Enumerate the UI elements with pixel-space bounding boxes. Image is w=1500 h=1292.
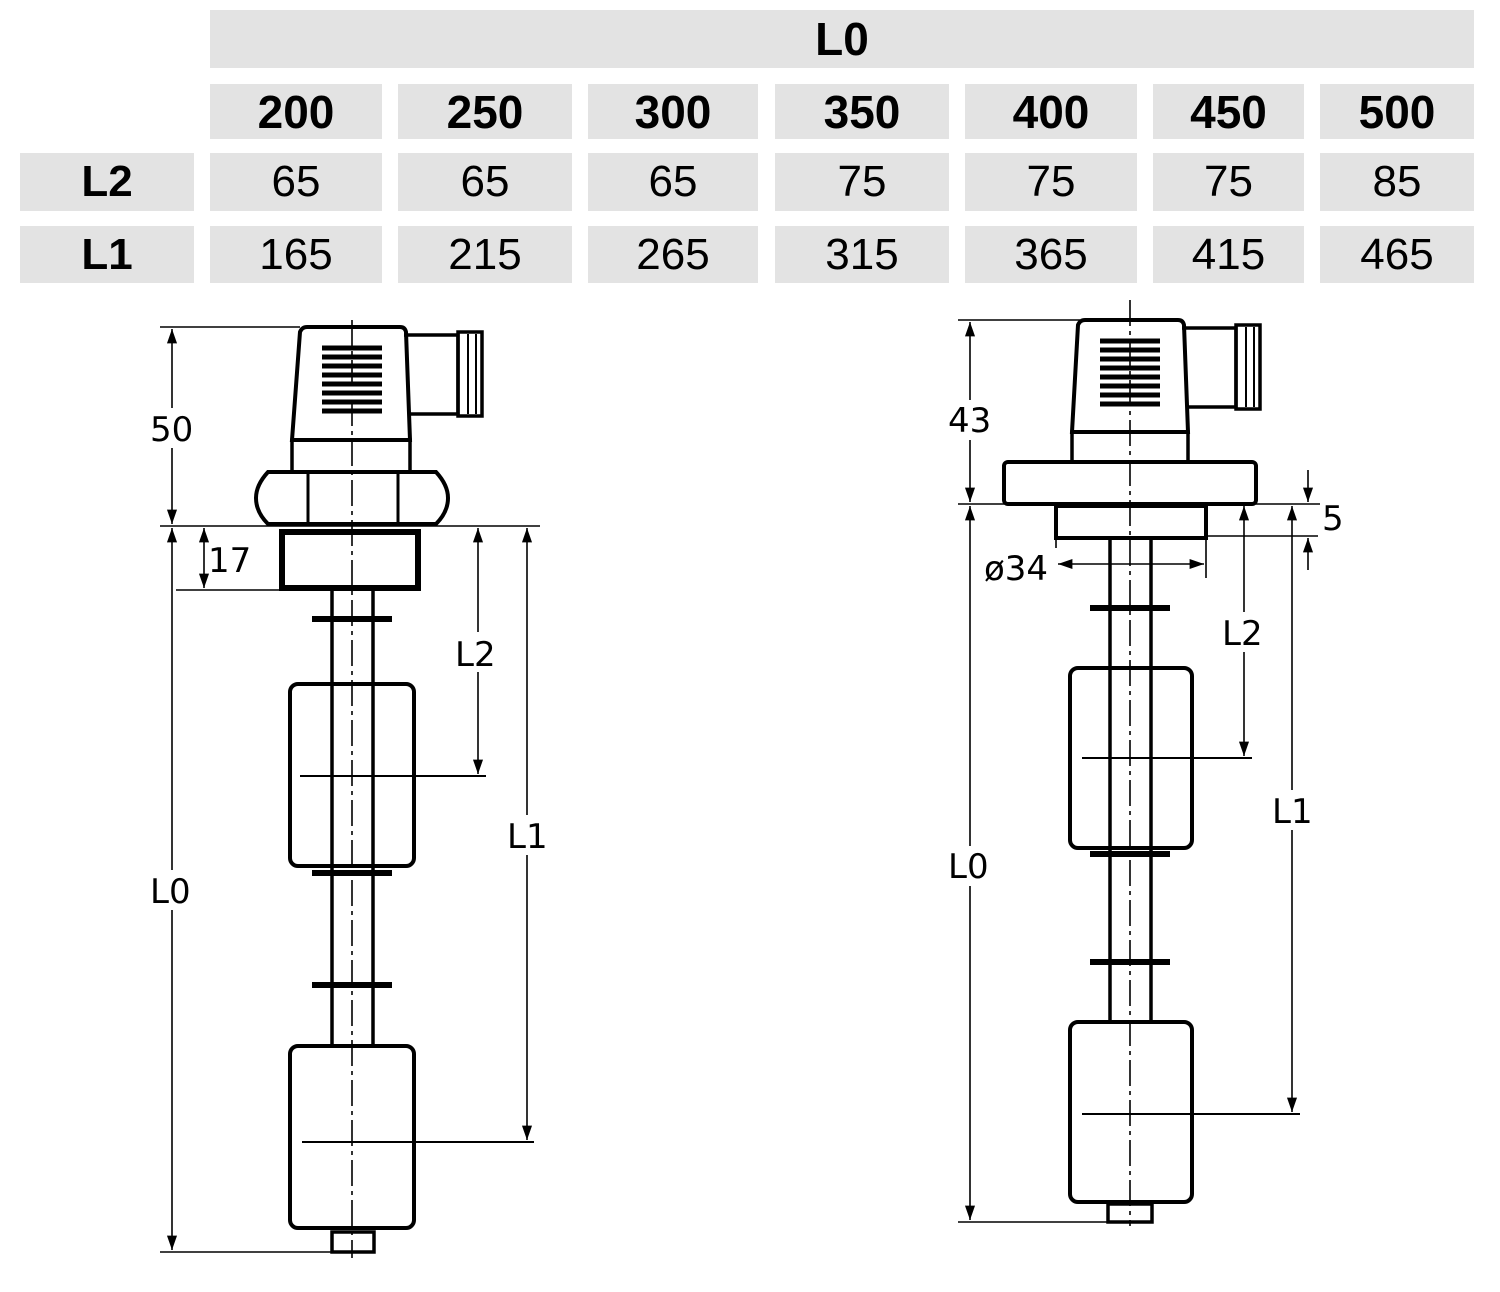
column-header: 250	[398, 84, 572, 139]
float-lower	[1068, 1020, 1194, 1204]
table-cell: 65	[210, 153, 382, 211]
dim-label-l0: L0	[948, 847, 989, 887]
table-cell: 85	[1320, 153, 1474, 211]
table-cell: 65	[588, 153, 758, 211]
right-level-switch-drawing: 43 5 ø34 L2 L1 L0	[948, 300, 1344, 1226]
dim-label-head: 43	[948, 401, 991, 441]
dim-label-l1: L1	[507, 817, 548, 857]
row-header-l2: L2	[20, 153, 194, 211]
cable-gland	[404, 333, 460, 416]
table-cell: 315	[775, 226, 949, 283]
dim-label-thread: 17	[208, 541, 251, 581]
column-header: 300	[588, 84, 758, 139]
table-cell: 465	[1320, 226, 1474, 283]
flange-spigot	[1054, 504, 1208, 540]
table-cell: 415	[1153, 226, 1304, 283]
column-header: 500	[1320, 84, 1474, 139]
cable-gland-nut	[456, 330, 484, 418]
column-header: 400	[965, 84, 1137, 139]
dim-label-l1: L1	[1272, 792, 1313, 832]
table-cell: 165	[210, 226, 382, 283]
table-cell: 75	[1153, 153, 1304, 211]
table-cell: 75	[965, 153, 1137, 211]
column-header: 350	[775, 84, 949, 139]
dim-label-l2: L2	[1222, 614, 1263, 654]
threaded-section	[279, 529, 421, 591]
column-header: 200	[210, 84, 382, 139]
row-header-l1: L1	[20, 226, 194, 283]
dim-label-flange: 5	[1322, 499, 1344, 539]
cable-gland	[1182, 326, 1238, 409]
dim-label-l2: L2	[455, 635, 496, 675]
table-cell: 75	[775, 153, 949, 211]
hex-nut	[253, 470, 451, 526]
connector-housing	[1069, 318, 1191, 434]
connector-base	[290, 438, 412, 474]
left-level-switch-drawing: 50 17 L2 L1 L0	[150, 320, 549, 1258]
end-cap	[330, 1230, 376, 1254]
table-group-header: L0	[210, 10, 1474, 68]
table-cell: 365	[965, 226, 1137, 283]
connector-housing	[289, 325, 413, 442]
dim-label-diameter: ø34	[984, 549, 1048, 589]
cable-gland-nut	[1234, 323, 1262, 411]
table-cell: 65	[398, 153, 572, 211]
dim-label-l0: L0	[150, 872, 191, 912]
table-cell: 215	[398, 226, 572, 283]
table-cell: 265	[588, 226, 758, 283]
dim-label-head: 50	[150, 410, 193, 450]
column-header: 450	[1153, 84, 1304, 139]
